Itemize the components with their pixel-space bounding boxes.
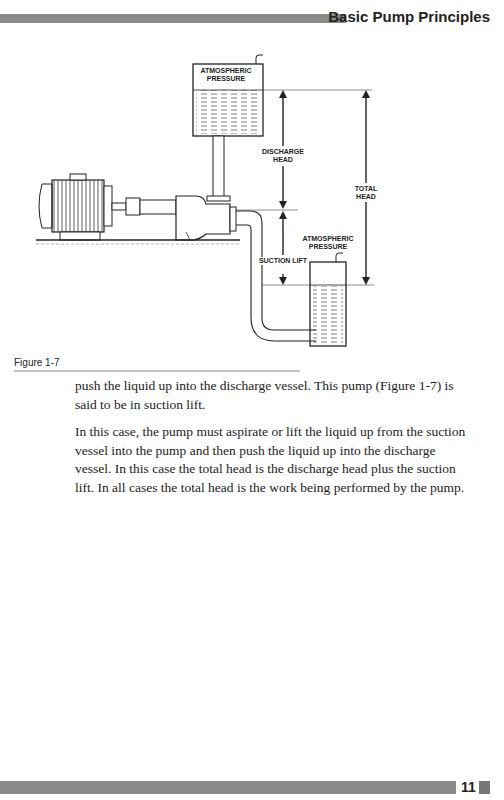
motor (39, 174, 112, 240)
diagram-label: SUCTION LIFT (258, 257, 308, 265)
discharge-tank (193, 55, 263, 136)
diagram-label: ATMOSPHERIC PRESSURE (300, 235, 356, 251)
body-paragraph: push the liquid up into the discharge ve… (75, 377, 473, 414)
page-header: Basic Pump Principles (328, 8, 490, 26)
suction-pipe (236, 211, 316, 330)
coupling (112, 198, 140, 215)
figure-caption: Figure 1-7 (14, 357, 60, 369)
footer-square (478, 781, 490, 794)
footer-bar (0, 781, 456, 794)
floor-line (36, 244, 240, 245)
baseplate (36, 239, 240, 240)
page-number: 11 (458, 779, 479, 795)
header-bar (0, 14, 346, 23)
caption-rule (14, 371, 300, 372)
pump-casing (140, 196, 236, 240)
discharge-pipe (207, 136, 230, 201)
diagram-label: TOTAL HEAD (346, 185, 386, 201)
diagram-label: ATMOSPHERIC PRESSURE (200, 67, 252, 83)
body-paragraph: In this case, the pump must aspirate or … (75, 423, 473, 497)
diagram-label: DISCHARGE HEAD (258, 148, 308, 164)
suction-tank (310, 253, 346, 346)
